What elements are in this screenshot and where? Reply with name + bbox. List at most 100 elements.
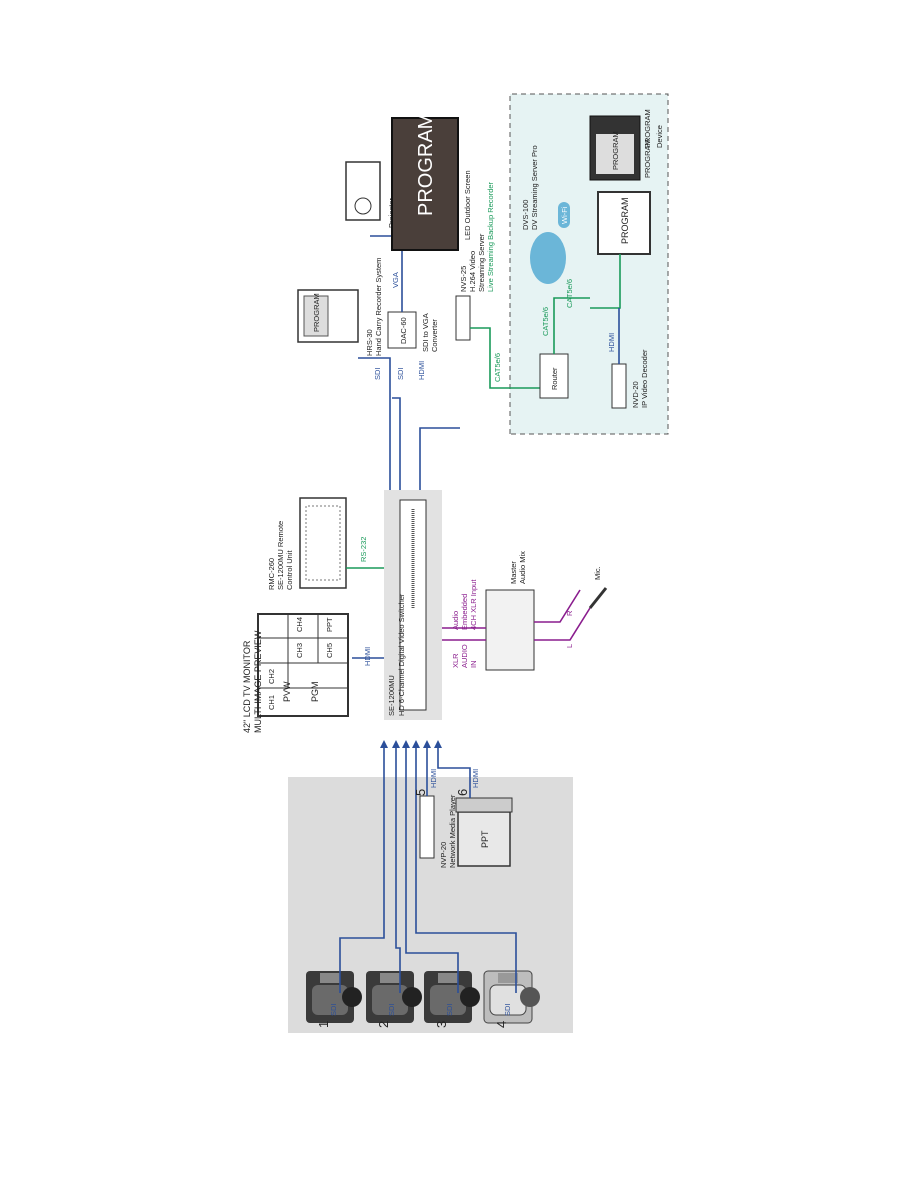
device-screen-1: PROGRAM — [611, 131, 620, 170]
device-screen-2: PROGRAM — [643, 139, 652, 178]
camera-4-number: 4 — [494, 1021, 509, 1028]
monitor-conn: HDMI — [363, 647, 372, 666]
remote-model: RMC-260 — [267, 558, 276, 590]
hrs-model: HRS-30 — [365, 329, 374, 356]
switcher-desc: HD 6-Channel Digital Video Switcher — [397, 593, 406, 716]
remote-control — [299, 497, 347, 589]
vga-label: VGA — [391, 272, 400, 288]
audio-emb-3: 4CH XLR Input — [469, 579, 478, 630]
laptop — [455, 797, 513, 867]
laptop-cable — [437, 748, 471, 798]
mic-cable-right — [534, 589, 581, 623]
camera-1 — [306, 971, 362, 1023]
media-player-number: 5 — [413, 789, 428, 796]
nvs-desc-2: Streaming Server — [477, 233, 486, 292]
audio-xlr-3: IN — [469, 661, 478, 669]
output-sdi-2: SDI — [396, 367, 405, 380]
camera-4-cable — [415, 748, 517, 993]
network-cat-3: CAT5e/6 — [565, 279, 574, 308]
decoder-cable — [590, 254, 621, 309]
laptop-screen: PPT — [480, 830, 490, 848]
audio-emb-1: Audio — [451, 611, 460, 630]
camera-2 — [366, 971, 422, 1023]
monitor-cell-ch4: CH4 — [295, 617, 304, 632]
camera-4 — [483, 970, 540, 1024]
dvs-cloud — [530, 232, 566, 284]
led-desc: LED Outdoor Screen — [463, 170, 472, 240]
dac-desc-2: Converter — [430, 319, 439, 352]
nvs-model: NVS-25 — [459, 266, 468, 292]
lcd-monitor — [257, 613, 349, 717]
media-player — [419, 795, 435, 859]
audio-right: R — [565, 610, 574, 616]
hrs-desc: Hand Carry Recorder System — [374, 258, 383, 356]
output-sdi-1-cable — [358, 357, 391, 490]
monitor-cell-ch2: CH2 — [267, 669, 276, 684]
mic-label: Mic. — [593, 566, 602, 580]
remote-desc-1: SE-1200MU Remote — [276, 521, 285, 590]
output-hdmi-cable — [419, 427, 460, 490]
decoder-desc: IP Video Decoder — [640, 349, 649, 408]
camera-3-number: 3 — [434, 1021, 449, 1028]
dac-model: DAC-60 — [399, 317, 408, 344]
media-player-desc: Network Media Player — [448, 794, 457, 868]
laptop-conn: HDMI — [471, 769, 480, 788]
camera-2-number: 2 — [376, 1021, 391, 1028]
projector — [345, 161, 381, 221]
network-cat-1: CAT5e/6 — [493, 353, 502, 382]
decoder-screen: PROGRAM — [620, 197, 630, 244]
audio-left: L — [565, 644, 574, 648]
camera-2-cable — [395, 748, 401, 993]
monitor-cell-ch3: CH3 — [295, 643, 304, 658]
monitor-cell-ch1: CH1 — [267, 695, 276, 710]
device-screen-3: PROGRAM — [643, 109, 652, 148]
camera-3-cable — [405, 748, 459, 993]
network-cable-2 — [553, 297, 590, 354]
dvs-model: DVS-100 — [521, 200, 530, 230]
output-sdi-2-cable — [392, 397, 401, 490]
hrs-screen: PROGRAM — [312, 293, 321, 332]
media-player-conn: HDMI — [429, 769, 438, 788]
nvs-desc-3: Live Streaming Backup Recorder — [486, 181, 495, 292]
audio-xlr-1: XLR — [451, 653, 460, 668]
camera-1-conn: SDI — [329, 1003, 338, 1016]
output-sdi-1: SDI — [373, 367, 382, 380]
camera-1-cable — [339, 748, 385, 993]
nvs-desc-1: H.264 Video — [468, 251, 477, 292]
router-label: Router — [550, 367, 559, 390]
audio-xlr-2: AUDIO — [460, 644, 469, 668]
monitor-cell-ppt: PPT — [325, 617, 334, 632]
device-label: Device — [655, 125, 664, 148]
mixer-label-1: Master — [509, 561, 518, 584]
audio-mixer — [485, 589, 535, 671]
dac-desc-1: SDI to VGA — [421, 313, 430, 352]
media-player-model: NVP-20 — [439, 842, 448, 868]
camera-3-conn: SDI — [445, 1003, 454, 1016]
remote-desc-2: Control Unit — [285, 549, 294, 590]
network-cable-1 — [470, 327, 540, 389]
led-screen-text: PROGRAM — [415, 113, 437, 216]
microphone — [588, 587, 608, 609]
nvs-server — [455, 295, 471, 341]
monitor-cell-ch5: CH5 — [325, 643, 334, 658]
camera-3 — [424, 971, 480, 1023]
dvs-desc: DV Streaming Server Pro — [530, 145, 539, 230]
ip-decoder — [611, 363, 627, 409]
remote-conn: RS-232 — [359, 537, 368, 562]
laptop-number: 6 — [455, 789, 470, 796]
monitor-cell-pvw: PVW — [282, 681, 292, 702]
monitor-title-1: 42" LCD TV MONITOR — [242, 640, 252, 733]
wifi-label: Wi-Fi — [560, 206, 569, 224]
output-hdmi: HDMI — [417, 361, 426, 380]
decoder-model: NVD-20 — [631, 381, 640, 408]
mic-cable-left — [534, 607, 591, 641]
decoder-tv — [597, 191, 651, 255]
mixer-label-2: Audio Mix — [518, 551, 527, 584]
wifi-badge — [558, 202, 570, 228]
led-screen — [391, 117, 459, 251]
monitor-cell-pgm: PGM — [310, 681, 320, 702]
decoder-conn: HDMI — [607, 333, 616, 352]
